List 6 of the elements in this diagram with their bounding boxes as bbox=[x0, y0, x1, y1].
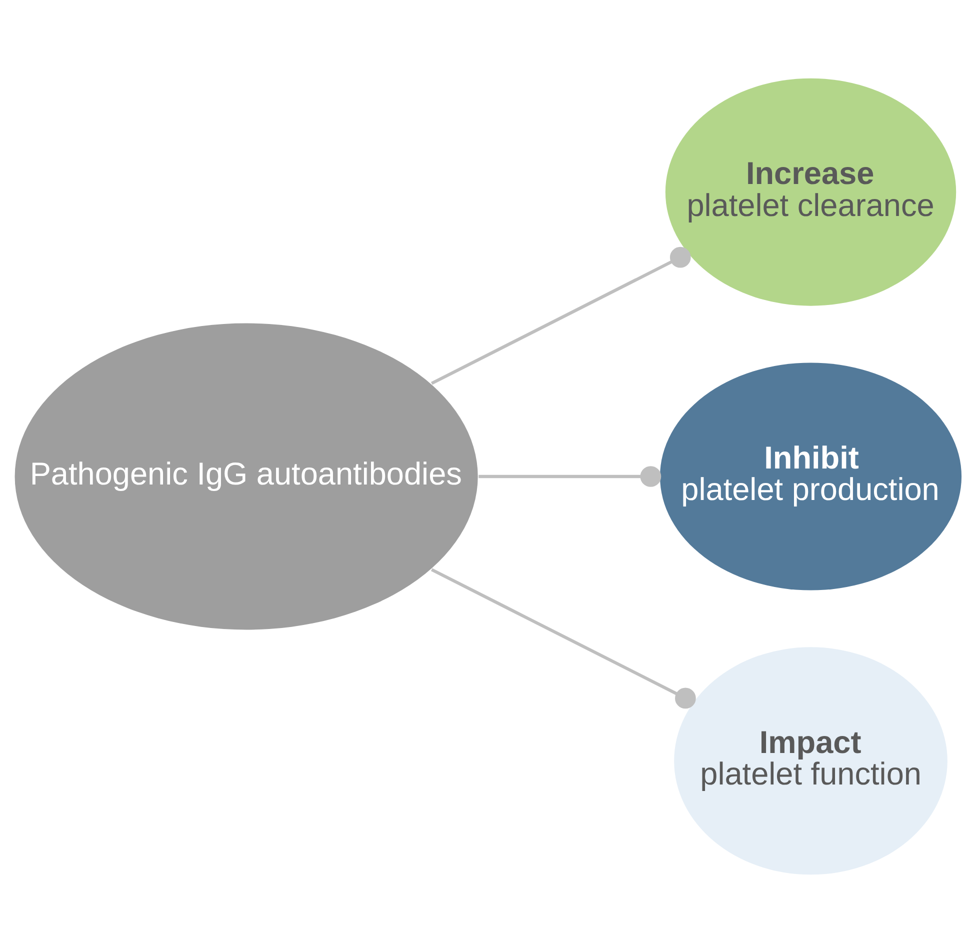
connector bbox=[478, 466, 662, 486]
node-ellipse: Pathogenic IgG autoantibodies bbox=[14, 322, 478, 630]
connector bbox=[430, 568, 696, 708]
connector bbox=[430, 246, 691, 384]
node-ellipse: Increase platelet clearance bbox=[665, 78, 956, 306]
node-ellipse: Inhibit platelet production bbox=[660, 362, 962, 590]
